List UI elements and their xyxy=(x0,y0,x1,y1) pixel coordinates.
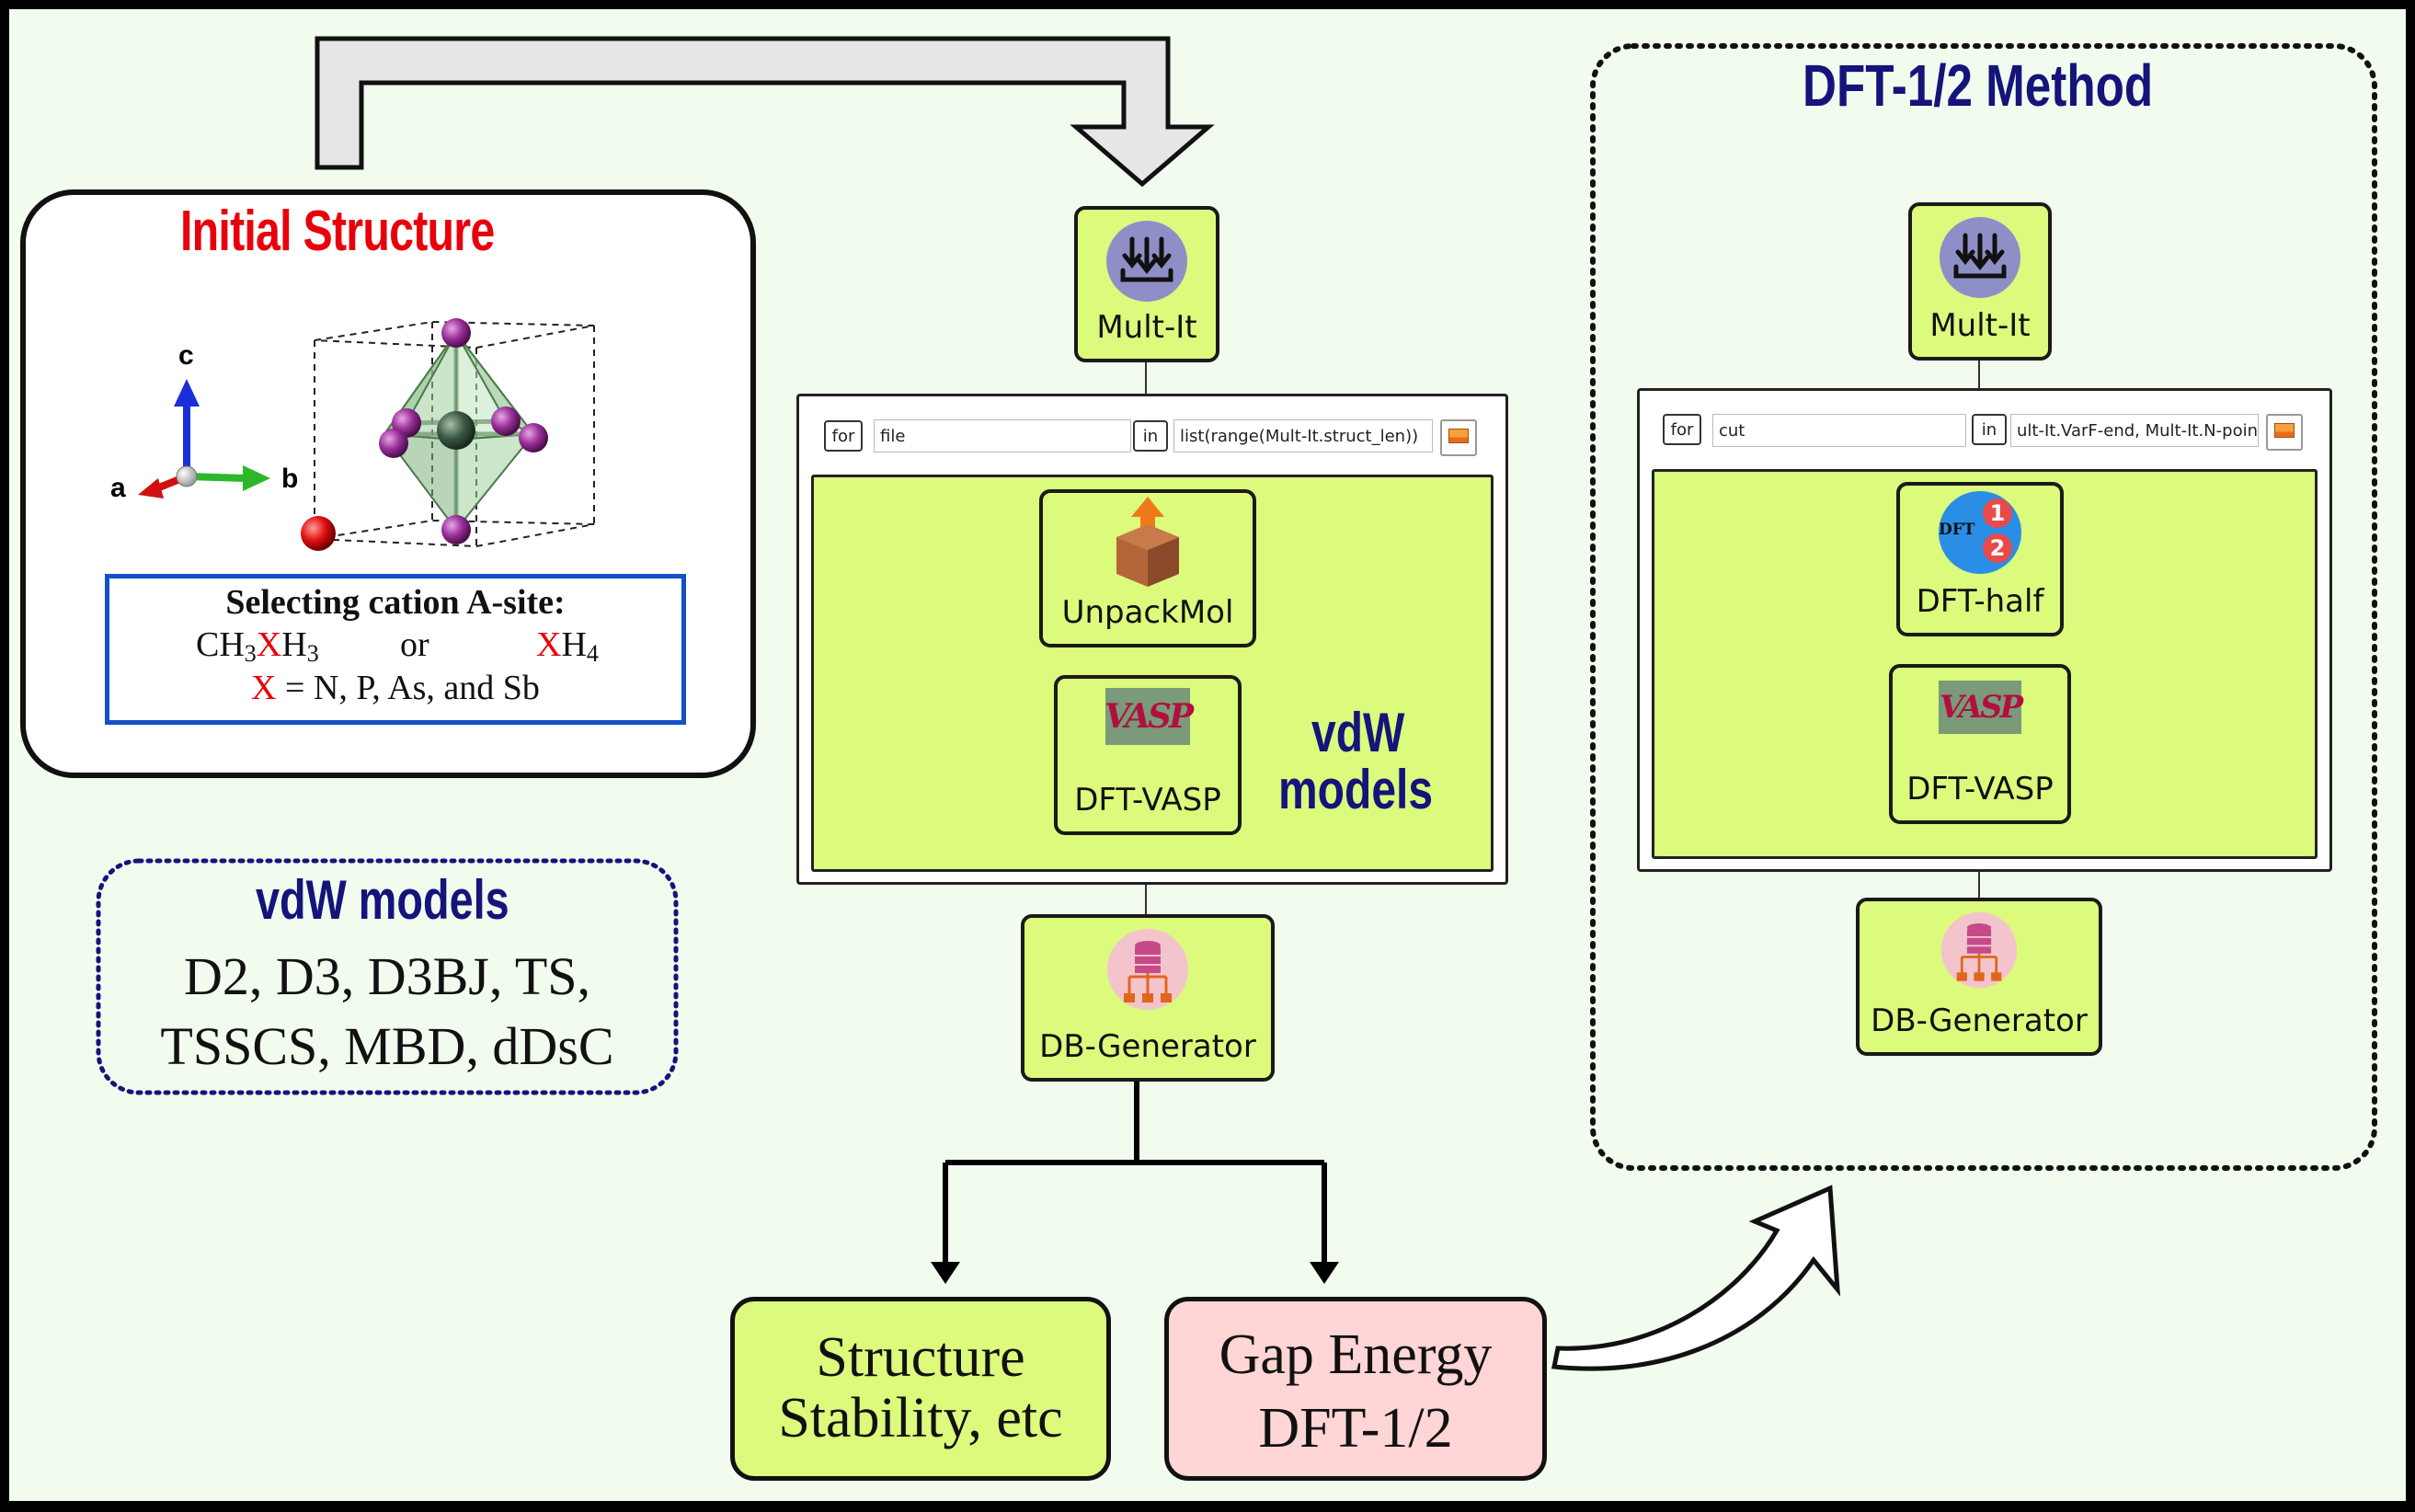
db-generator-node[interactable]: DB-Generator xyxy=(1021,914,1275,1082)
formula-ch3xh3: CH3XH3 xyxy=(196,625,319,667)
right-loop-for-keyword: for xyxy=(1663,414,1701,445)
arrow-head-structure xyxy=(931,1262,960,1284)
vdw-label-line2: models xyxy=(1278,759,1434,820)
output-fork xyxy=(943,1080,1327,1269)
dft-half-label: DFT-half xyxy=(1916,583,2044,620)
right-loop-expression-field[interactable]: ult-It.VarF-end, Mult-It.N-points) xyxy=(2010,414,2259,447)
structure-to-multit-arrow xyxy=(315,36,1215,188)
gap-energy-line2: DFT-1/2 xyxy=(1258,1397,1453,1460)
vdw-models-line2: TSSCS, MBD, dDsC xyxy=(160,1016,614,1076)
loop-variable-field[interactable]: file xyxy=(874,419,1131,452)
loop-settings-button[interactable] xyxy=(1440,419,1477,456)
loop-expression-field[interactable]: list(range(Mult-It.struct_len)) xyxy=(1173,419,1433,452)
unpackmol-node[interactable]: UnpackMol xyxy=(1039,489,1256,647)
axis-label-c: c xyxy=(178,340,194,371)
right-mult-it-label: Mult-It xyxy=(1929,307,2031,344)
diagram-canvas: Initial Structure xyxy=(9,9,2406,1501)
unpackmol-label: UnpackMol xyxy=(1061,594,1234,631)
loop-in-keyword: in xyxy=(1133,420,1168,452)
right-db-generator-label: DB-Generator xyxy=(1871,1002,2088,1039)
database-icon xyxy=(1107,929,1188,1010)
right-loop-settings-button[interactable] xyxy=(2266,414,2303,451)
db-generator-label: DB-Generator xyxy=(1039,1028,1256,1065)
dft-vasp-label: DFT-VASP xyxy=(1074,782,1221,819)
dft-half-method-title-wrap: DFT-1/2 Method xyxy=(1803,52,2189,125)
vdw-models-label-wrap: vdW models xyxy=(1269,701,1471,839)
vdw-models-dotted-frame xyxy=(96,858,679,1095)
right-dft-vasp-label: DFT-VASP xyxy=(1906,771,2054,808)
curved-arrow-to-dft-half xyxy=(1551,1185,1841,1371)
axis-label-b: b xyxy=(281,464,299,494)
cation-selection-title: Selecting cation A-site: xyxy=(225,583,566,622)
structure-stability-line1: Structure xyxy=(816,1326,1025,1389)
vdw-models-title: vdW models xyxy=(256,869,509,931)
dft-vasp-node[interactable]: VASP DFT-VASP xyxy=(1054,675,1242,835)
dft-half-method-title: DFT-1/2 Method xyxy=(1803,52,2154,119)
right-mult-it-node[interactable]: Mult-It xyxy=(1908,202,2052,361)
database-icon xyxy=(1940,911,2018,989)
dft-half-badge-icon: DFT 1 2 xyxy=(1939,491,2021,574)
mult-it-label: Mult-It xyxy=(1096,309,1197,346)
right-loop-in-keyword: in xyxy=(1972,414,2007,445)
dft-half-node[interactable]: DFT 1 2 DFT-half xyxy=(1896,482,2064,636)
box-unpack-icon xyxy=(1116,497,1179,587)
merge-down-icon xyxy=(1940,217,2020,298)
formula-or: or xyxy=(400,625,429,664)
structure-stability-line2: Stability, etc xyxy=(778,1387,1063,1449)
axis-label-a: a xyxy=(110,473,126,503)
mult-it-node[interactable]: Mult-It xyxy=(1074,206,1219,362)
dft-half-dotted-frame xyxy=(1590,43,2377,1171)
formula-xh4: XH4 xyxy=(536,625,599,667)
loop-for-keyword: for xyxy=(824,420,863,452)
vdw-models-title-wrap: vdW models xyxy=(256,868,559,933)
right-db-generator-node[interactable]: DB-Generator xyxy=(1856,898,2102,1056)
initial-structure-title: Initial Structure xyxy=(180,200,495,263)
vdw-models-line1: D2, D3, D3BJ, TS, xyxy=(183,946,591,1006)
initial-structure-title-wrap: Initial Structure xyxy=(180,199,585,263)
vasp-logo-icon: VASP xyxy=(1939,681,2023,734)
merge-down-icon xyxy=(1106,221,1187,302)
arrow-head-gap xyxy=(1310,1262,1339,1284)
x-definition: X = N, P, As, and Sb xyxy=(251,669,540,707)
connector-layer xyxy=(96,36,2377,1371)
gap-energy-box[interactable]: Gap Energy DFT-1/2 xyxy=(1164,1297,1547,1481)
vasp-logo-icon: VASP xyxy=(1104,688,1194,745)
cation-formulas: CH3XH3 or XH4 xyxy=(109,623,681,667)
right-dft-vasp-node[interactable]: VASP DFT-VASP xyxy=(1889,664,2071,824)
gap-energy-line1: Gap Energy xyxy=(1219,1323,1493,1386)
vdw-label-line1: vdW xyxy=(1311,702,1405,763)
structure-stability-box[interactable]: Structure Stability, etc xyxy=(730,1297,1111,1481)
right-loop-variable-field[interactable]: cut xyxy=(1712,414,1966,447)
cation-selection-box: Selecting cation A-site: CH3XH3 or XH4 X… xyxy=(105,574,686,725)
